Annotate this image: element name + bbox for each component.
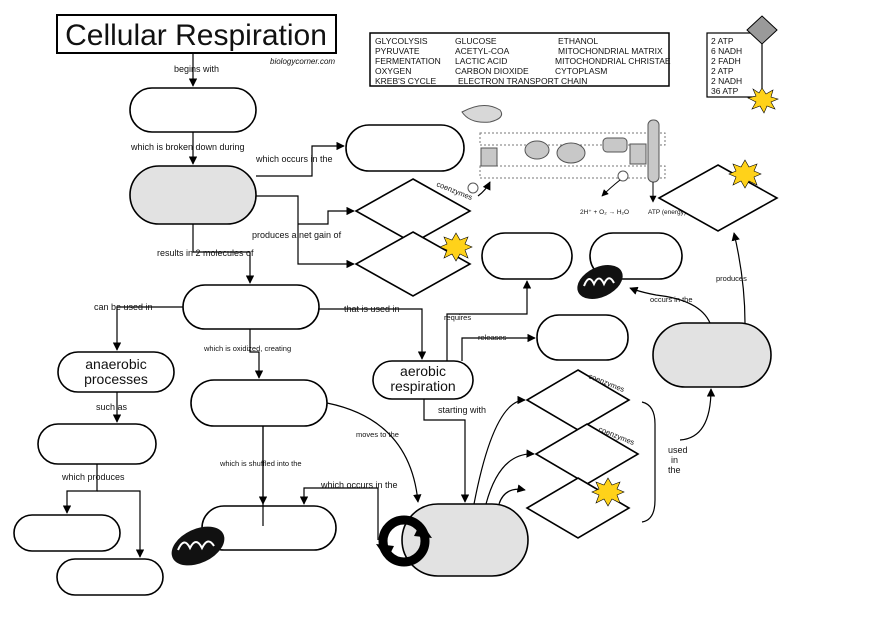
link-results-in: results in 2 molecules of <box>157 248 254 258</box>
word-bank-item: ELECTRON TRANSPORT CHAIN <box>458 76 587 86</box>
fermentation-box[interactable] <box>37 423 157 465</box>
word-bank-box <box>369 32 670 87</box>
link-requires: requires <box>444 313 471 322</box>
glycolysis-box[interactable] <box>129 165 257 225</box>
title-box <box>56 14 337 54</box>
aerobic-label-2: respiration <box>390 378 455 394</box>
acetyl-coa-box[interactable] <box>190 379 328 427</box>
link-begins-with: begins with <box>174 64 219 74</box>
link-broken-down: which is broken down during <box>130 142 245 152</box>
link-used-in-the-word: used <box>668 445 688 455</box>
pyruvate-box[interactable] <box>182 284 320 330</box>
link-which-produces: which produces <box>61 472 125 482</box>
anaerobic-label: anaerobic <box>85 356 147 372</box>
etc-atp-label: ATP (energy) <box>648 209 686 216</box>
cytoplasm-box[interactable] <box>345 124 465 172</box>
atp-key-list: 2 ATP 6 NADH 2 FADH 2 ATP 2 NADH 36 ATP <box>711 36 742 96</box>
credit-text: biologycorner.com <box>270 57 335 66</box>
glucose-box[interactable] <box>129 87 257 133</box>
word-bank-item: LACTIC ACID <box>455 56 507 66</box>
link-can-be-used: can be used in <box>94 302 153 312</box>
word-bank-item: PYRUVATE <box>375 46 420 56</box>
electron-icon <box>617 170 629 182</box>
anaerobic-label-2: processes <box>84 371 148 387</box>
electron-icon <box>467 182 479 194</box>
atp-star-icon <box>591 477 625 507</box>
co2-box[interactable] <box>536 314 629 361</box>
mitochondrion-mini-icon <box>461 105 503 123</box>
etc-arrow <box>601 179 621 197</box>
cytochrome-icon <box>602 137 628 153</box>
word-bank-item: KREB'S CYCLE <box>375 76 436 86</box>
mitochondrion-icon <box>577 265 623 299</box>
complex-iii-icon <box>556 142 586 164</box>
etc-box[interactable] <box>652 322 772 388</box>
link-occurs-in-1: which occurs in the <box>255 154 333 164</box>
product-box-2[interactable] <box>56 558 164 596</box>
aerobic-label: aerobic <box>400 363 446 379</box>
connectors <box>62 53 746 558</box>
membrane-bottom <box>479 165 666 179</box>
word-bank-item: MITOCHONDRIAL MATRIX <box>558 46 663 56</box>
link-moves-to: moves to the <box>356 430 399 439</box>
link-produces: produces <box>716 274 747 283</box>
krebs-diamond-1[interactable] <box>525 369 631 431</box>
complex-ii-icon <box>524 140 550 160</box>
word-bank-item: MITOCHONDRIAL CHRISTAE <box>555 56 671 66</box>
word-bank-item: ACETYL-COA <box>455 46 510 56</box>
link-used-in: that is used in <box>344 304 400 314</box>
atp-key-box <box>706 32 763 98</box>
atp-key-item: 2 FADH <box>711 56 741 66</box>
link-oxidized: which is oxidized, creating <box>203 344 291 353</box>
atp-key-item: 36 ATP <box>711 86 739 96</box>
atp-key-item: 6 NADH <box>711 46 742 56</box>
word-bank-col1: GLYCOLYSIS PYRUVATE FERMENTATION OXYGEN … <box>375 36 441 86</box>
complex-iv-icon <box>629 143 647 165</box>
krebs-cycle-box[interactable] <box>401 503 529 577</box>
page-title: Cellular Respiration <box>65 19 327 52</box>
word-bank-item: CARBON DIOXIDE <box>455 66 529 76</box>
atp-synthase-icon <box>647 119 660 183</box>
link-releases: releases <box>478 333 507 342</box>
word-bank-item: ETHANOL <box>558 36 598 46</box>
etc-reaction-label: 2H⁺ + O₂ → H₂O <box>580 209 629 216</box>
aerobic-box <box>372 360 474 400</box>
complex-i-icon <box>480 147 498 167</box>
product-box-1[interactable] <box>13 514 121 552</box>
link-occurs-in-3: occurs in the <box>650 295 693 304</box>
mitochondrion-icon <box>171 526 225 566</box>
word-bank-item: OXYGEN <box>375 66 411 76</box>
atp-star-icon <box>747 87 779 114</box>
word-bank-item: GLYCOLYSIS <box>375 36 428 46</box>
link-starting-with: starting with <box>438 405 486 415</box>
link-used-in-the-word: in <box>671 455 678 465</box>
atp-key-item: 2 NADH <box>711 76 742 86</box>
word-bank-item: GLUCOSE <box>455 36 497 46</box>
link-produces-net: produces a net gain of <box>252 230 342 240</box>
word-bank-col3: ETHANOL MITOCHONDRIAL MATRIX MITOCHONDRI… <box>555 36 671 76</box>
atp-key-item: 2 ATP <box>711 36 734 46</box>
link-occurs-in-2: which occurs in the <box>320 480 398 490</box>
atp-star-icon <box>728 159 762 189</box>
atp-star-icon <box>439 232 473 262</box>
word-bank-col2: GLUCOSE ACETYL-COA LACTIC ACID CARBON DI… <box>455 36 587 86</box>
etc-figure: 2H⁺ + O₂ → H₂O ATP (energy) <box>461 105 686 216</box>
cycle-arrows-icon <box>376 515 432 567</box>
word-bank-item: CYTOPLASM <box>555 66 607 76</box>
link-used-in-the-word: the <box>668 465 681 475</box>
anaerobic-box <box>57 351 175 393</box>
link-shuffled: which is shuffled into the <box>219 459 302 468</box>
link-such-as: such as <box>96 402 128 412</box>
atp-key-item: 2 ATP <box>711 66 734 76</box>
word-bank-item: FERMENTATION <box>375 56 441 66</box>
oxygen-box[interactable] <box>481 232 573 280</box>
